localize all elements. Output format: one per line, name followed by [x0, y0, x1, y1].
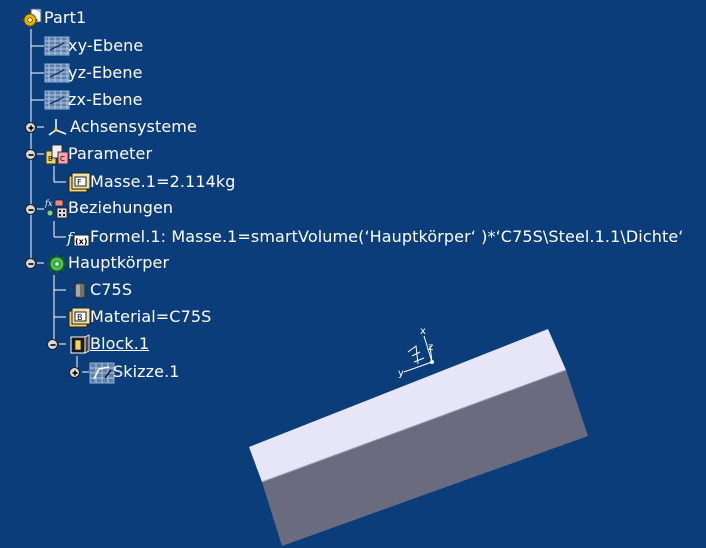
- axis-triad: x y z: [398, 326, 434, 379]
- tree-node-part1[interactable]: Part1: [21, 7, 86, 29]
- pad-icon: [66, 333, 90, 355]
- tree-node-label: Material=C75S: [90, 307, 212, 326]
- svg-text:fx: fx: [44, 199, 53, 208]
- parameters-icon: B C: [44, 143, 69, 165]
- tree-node-label: C75S: [90, 280, 133, 299]
- axis-label-z: z: [428, 342, 433, 353]
- body-gear-icon: [44, 252, 67, 274]
- tree-node-relations[interactable]: fx Beziehungen: [44, 197, 173, 219]
- part-gear-icon: [21, 7, 43, 29]
- tree-node-pad-block1[interactable]: Block.1: [66, 333, 149, 355]
- tree-node-material-c75s[interactable]: C75S: [66, 279, 132, 301]
- tree-node-main-body[interactable]: Hauptkörper: [44, 252, 169, 274]
- collapse-toggle-icon[interactable]: [47, 339, 58, 350]
- svg-text:F: F: [77, 178, 82, 187]
- expand-toggle-icon[interactable]: [69, 367, 80, 378]
- axis-label-y: y: [398, 368, 404, 379]
- svg-text:B: B: [48, 155, 53, 163]
- svg-text:f: f: [66, 229, 75, 247]
- tree-node-label: Achsensysteme: [70, 117, 197, 136]
- axis-label-x: x: [420, 326, 426, 337]
- tree-node-label: Masse.1=2.114kg: [90, 172, 236, 191]
- axis-system-icon: [46, 116, 68, 138]
- tree-node-label: Parameter: [68, 144, 153, 163]
- plane-icon: [44, 35, 70, 57]
- tree-node-mass-parameter[interactable]: F Masse.1=2.114kg: [66, 171, 236, 193]
- parameter-value-icon: B: [66, 306, 91, 328]
- expand-toggle-icon[interactable]: [25, 122, 36, 133]
- tree-node-yz-plane[interactable]: yz-Ebene: [44, 62, 143, 84]
- block-top-face[interactable]: [249, 329, 566, 482]
- tree-node-label: Part1: [44, 8, 87, 27]
- formula-fx-icon: f (x): [66, 226, 90, 248]
- tree-node-zx-plane[interactable]: zx-Ebene: [44, 89, 143, 111]
- tree-node-label: Formel.1: Masse.1=smartVolume(‘Hauptkörp…: [90, 227, 684, 246]
- tree-node-label: xy-Ebene: [68, 36, 144, 55]
- tree-node-material-parameter[interactable]: B Material=C75S: [66, 306, 211, 328]
- tree-node-parameters[interactable]: B C Parameter: [44, 143, 152, 165]
- collapse-toggle-icon[interactable]: [25, 149, 36, 160]
- tree-node-label: Beziehungen: [68, 198, 174, 217]
- collapse-toggle-icon[interactable]: [25, 204, 36, 215]
- tree-node-xy-plane[interactable]: xy-Ebene: [44, 35, 143, 57]
- plane-icon: [44, 62, 70, 84]
- tree-node-label: Block.1: [90, 334, 150, 353]
- plane-icon: [44, 89, 70, 111]
- material-icon: [66, 279, 88, 301]
- tree-node-label: Hauptkörper: [68, 253, 170, 272]
- svg-text:(x): (x): [75, 237, 87, 246]
- parameter-value-icon: F: [66, 171, 91, 193]
- tree-node-label: yz-Ebene: [68, 63, 143, 82]
- relations-icon: fx: [44, 197, 68, 219]
- block-front-face[interactable]: [262, 370, 588, 546]
- tree-node-axis-systems[interactable]: Achsensysteme: [46, 116, 197, 138]
- tree-node-formula[interactable]: f (x) Formel.1: Masse.1=smartVolume(‘Hau…: [66, 226, 683, 248]
- tree-node-label: zx-Ebene: [68, 90, 143, 109]
- collapse-toggle-icon[interactable]: [25, 258, 36, 269]
- tree-node-sketch1[interactable]: Skizze.1: [89, 361, 180, 384]
- svg-text:C: C: [60, 155, 65, 163]
- sketch-icon: [89, 361, 115, 384]
- tree-node-label: Skizze.1: [113, 362, 180, 381]
- svg-text:B: B: [77, 313, 83, 322]
